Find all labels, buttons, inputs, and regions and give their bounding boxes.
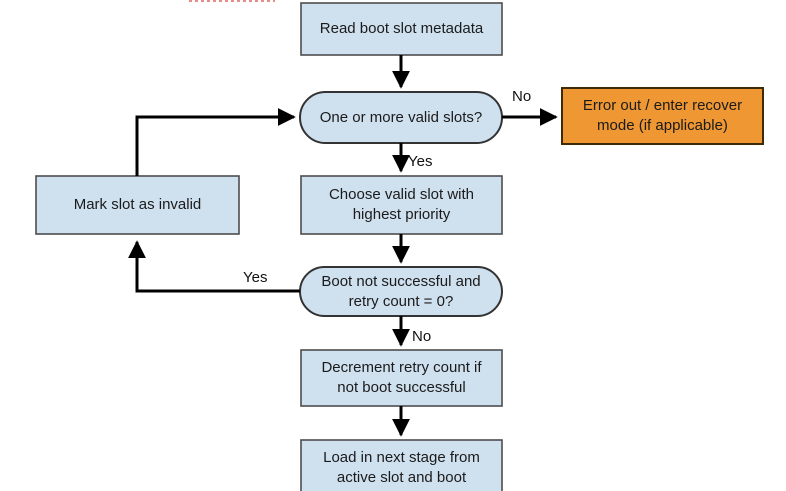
node-load-next-stage-active-slot: [300, 439, 503, 491]
node-mark-slot-as-invalid: [35, 175, 240, 235]
edge-label-no-retry-remaining: No: [412, 328, 432, 345]
edge-label-yes-retry-exhausted: Yes: [243, 269, 268, 286]
edge-label-no-valid-slots: No: [512, 88, 532, 105]
edge-mark-invalid-to-valid-slots: [135, 108, 296, 176]
edge-boot-decision-yes-to-mark-invalid: [128, 240, 300, 293]
node-boot-not-successful-retry-count-zero: [299, 266, 503, 317]
node-error-out-enter-recover-mode: [561, 87, 764, 145]
node-one-or-more-valid-slots: [299, 91, 503, 144]
edge-label-yes-valid-slots: Yes: [408, 153, 433, 170]
node-choose-valid-slot-highest-priority: [300, 175, 503, 235]
top-dotted-artifact: [189, 0, 275, 2]
node-decrement-retry-count: [300, 349, 503, 407]
node-read-boot-slot-metadata: [300, 2, 503, 56]
